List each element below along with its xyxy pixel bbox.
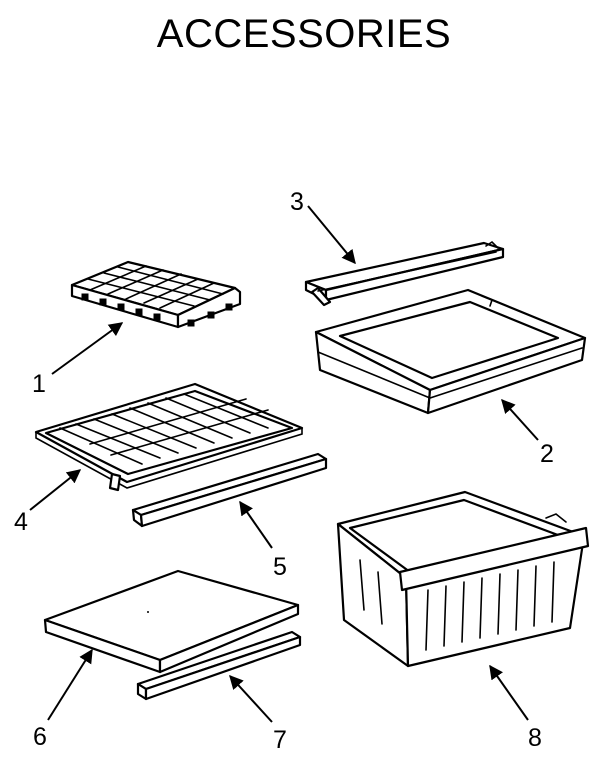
leader-line-6	[47, 648, 93, 721]
leader-line-2	[501, 398, 539, 441]
callout-5: 5	[273, 553, 287, 581]
shelf-trim-illustration	[131, 452, 328, 528]
leader-line-7	[229, 674, 273, 723]
glass-shelf-illustration	[43, 569, 300, 674]
callout-2: 2	[540, 440, 554, 468]
callout-8: 8	[528, 724, 542, 752]
callout-7: 7	[273, 726, 287, 754]
leader-line-5	[239, 500, 273, 549]
diagram-title: ACCESSORIES	[156, 12, 452, 56]
meat-pan-illustration	[314, 288, 587, 415]
crisper-drawer-illustration	[336, 490, 590, 668]
callout-4: 4	[14, 508, 28, 536]
callout-1: 1	[32, 370, 46, 398]
leader-line-1	[51, 322, 124, 375]
leader-line-3	[307, 205, 356, 265]
ice-cube-tray-illustration	[70, 260, 242, 329]
leader-line-4	[29, 469, 82, 511]
glass-shelf-trim-illustration	[136, 630, 302, 701]
callout-3: 3	[290, 188, 304, 216]
leader-line-8	[489, 664, 529, 721]
meat-pan-cover-illustration	[304, 240, 505, 307]
wire-shelf-illustration	[34, 382, 304, 492]
callout-6: 6	[33, 723, 47, 751]
